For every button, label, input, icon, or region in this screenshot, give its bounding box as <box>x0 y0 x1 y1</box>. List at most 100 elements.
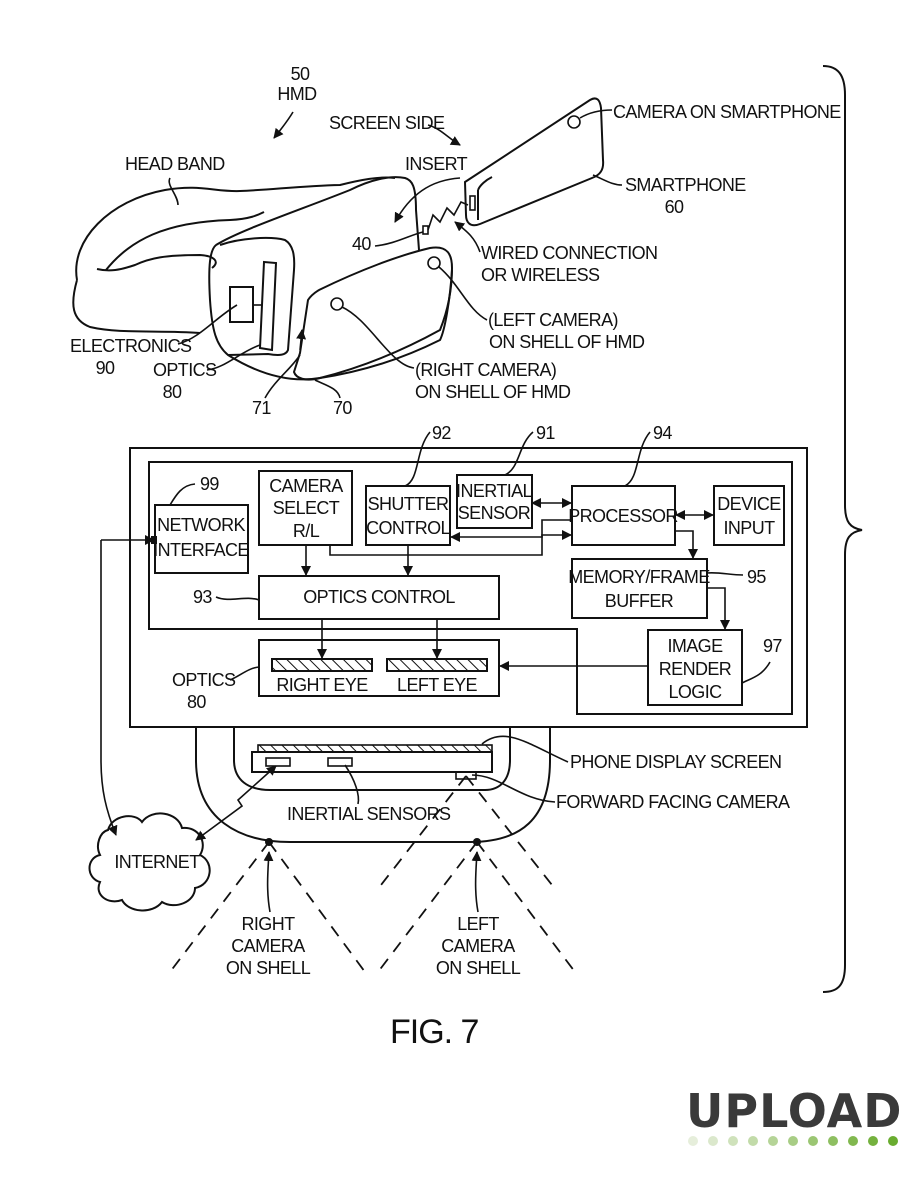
device-input-box <box>713 485 785 546</box>
ref-91: 91 <box>536 423 555 443</box>
smartphone-port <box>469 195 476 211</box>
optics-top-ref: 80 <box>163 382 182 402</box>
ref-95-leader <box>706 571 744 576</box>
logo-dot <box>768 1136 778 1146</box>
screen-side-label: SCREEN SIDE <box>329 113 445 133</box>
phone-display-screen <box>257 744 493 753</box>
inertial-sensor-1 <box>265 757 291 767</box>
logo-dot <box>808 1136 818 1146</box>
wired-connection-line <box>427 200 469 231</box>
right-eye-lens <box>271 658 373 672</box>
processor-label: PROCESSOR <box>568 506 678 526</box>
right-camera-icon <box>330 297 344 311</box>
optics-leader <box>229 666 260 681</box>
smartphone-camera-icon <box>567 115 581 129</box>
smartphone-inner-box <box>148 461 793 715</box>
logo-dot <box>828 1136 838 1146</box>
insert-arrow <box>394 177 461 223</box>
ref-hmd-label: HMD <box>277 84 317 104</box>
logo-dots <box>688 1136 898 1146</box>
shutter-control-box <box>365 485 451 546</box>
optics-leader <box>206 344 261 371</box>
optics-control-label: OPTICS CONTROL <box>303 587 455 607</box>
connector-40 <box>422 225 429 235</box>
memory-frame-buffer-box <box>571 558 708 619</box>
figure-title: FIG. 7 <box>390 1013 479 1051</box>
camera-on-smartphone-leader <box>579 109 613 119</box>
left-camera-label-2: CAMERA <box>441 936 515 956</box>
hmd-faceplate <box>292 246 454 381</box>
logo-dot <box>888 1136 898 1146</box>
inertial-sensor-2 <box>327 757 353 767</box>
ref-40-leader <box>374 231 424 247</box>
electronics-block <box>229 286 254 323</box>
right-camera-fov-right <box>268 841 366 973</box>
left-camera-fov-right <box>476 841 576 973</box>
head-band-outline <box>72 176 396 334</box>
ref-97-leader <box>741 661 771 684</box>
forward-camera-fov-left <box>380 775 467 886</box>
wired-connection-label-1: WIRED CONNECTION <box>481 243 657 263</box>
phone-body <box>251 751 493 773</box>
left-camera-fov-left <box>377 841 478 973</box>
ref-91-leader <box>504 431 534 476</box>
inertial-sensors-label: INERTIAL SENSORS <box>287 804 451 824</box>
insert-label: INSERT <box>405 154 468 174</box>
block-diagram: NETWORK INTERFACE 99 CAMERA SELECT R/L S… <box>100 423 808 836</box>
ref-99-leader <box>169 483 196 506</box>
ref-40: 40 <box>352 234 371 254</box>
smartphone-screen-edge <box>477 176 493 220</box>
camera-select-label-3: R/L <box>293 521 320 541</box>
internet-label: INTERNET <box>114 852 200 872</box>
image-render-logic-label-3: LOGIC <box>668 682 722 702</box>
curly-brace <box>822 65 863 993</box>
electronics-leader <box>177 304 238 345</box>
phone-display-screen-label: PHONE DISPLAY SCREEN <box>570 752 781 772</box>
ref-70-leader <box>314 379 341 399</box>
inertial-sensor-label-2: SENSOR <box>458 503 531 523</box>
optics-ref: 80 <box>187 692 206 712</box>
ref-99: 99 <box>200 474 219 494</box>
network-interface-label-1: NETWORK <box>157 515 245 535</box>
ref-71: 71 <box>252 398 271 418</box>
ref-92-leader <box>404 431 431 487</box>
left-camera-label-2: ON SHELL OF HMD <box>489 332 645 352</box>
right-camera-label-2: ON SHELL OF HMD <box>415 382 571 402</box>
inertial-sensor-box <box>456 474 533 529</box>
smartphone-ref: 60 <box>665 197 684 217</box>
hmd-drawing: 50 HMD HEAD BAND SCREEN SIDE INSERT 40 C… <box>70 64 842 418</box>
camera-select-box <box>258 470 353 546</box>
left-camera-label-1: (LEFT CAMERA) <box>488 310 618 330</box>
memory-frame-buffer-label-1: MEMORY/FRAME <box>568 567 710 587</box>
smartphone-leader <box>592 174 623 186</box>
optics-control-box <box>258 575 500 620</box>
inertial-sensor-label-1: INERTIAL <box>456 481 532 501</box>
forward-facing-camera-label: FORWARD FACING CAMERA <box>556 792 790 812</box>
right-camera-leader <box>341 306 415 369</box>
network-interface-label-2: INTERFACE <box>153 540 249 560</box>
internet-cloud <box>88 812 211 912</box>
forward-camera-leader <box>471 774 556 803</box>
arrow-71 <box>296 329 307 351</box>
right-camera-pointer <box>263 851 274 913</box>
block-connections <box>100 498 730 836</box>
electronics-label: ELECTRONICS <box>70 336 192 356</box>
screen-side-leader <box>427 124 461 146</box>
optics-block <box>258 260 278 352</box>
wired-connection-label-2: OR WIRELESS <box>481 265 600 285</box>
head-band-leader <box>168 177 179 206</box>
optics-top-label: OPTICS <box>153 360 217 380</box>
ref-hmd-number: 50 <box>291 64 310 84</box>
camera-select-label-1: CAMERA <box>269 476 343 496</box>
smartphone-body <box>463 97 605 227</box>
logo-text: UPLOAD <box>686 1084 902 1138</box>
phone-display-leader <box>481 735 569 763</box>
image-render-logic-box <box>647 629 743 706</box>
right-eye-label: RIGHT EYE <box>276 675 368 695</box>
logo-dot <box>788 1136 798 1146</box>
upload-logo: UPLOAD <box>686 1084 902 1146</box>
logo-dot <box>848 1136 858 1146</box>
left-camera-label-1: LEFT <box>457 914 499 934</box>
forward-camera-fov-right <box>465 775 553 886</box>
